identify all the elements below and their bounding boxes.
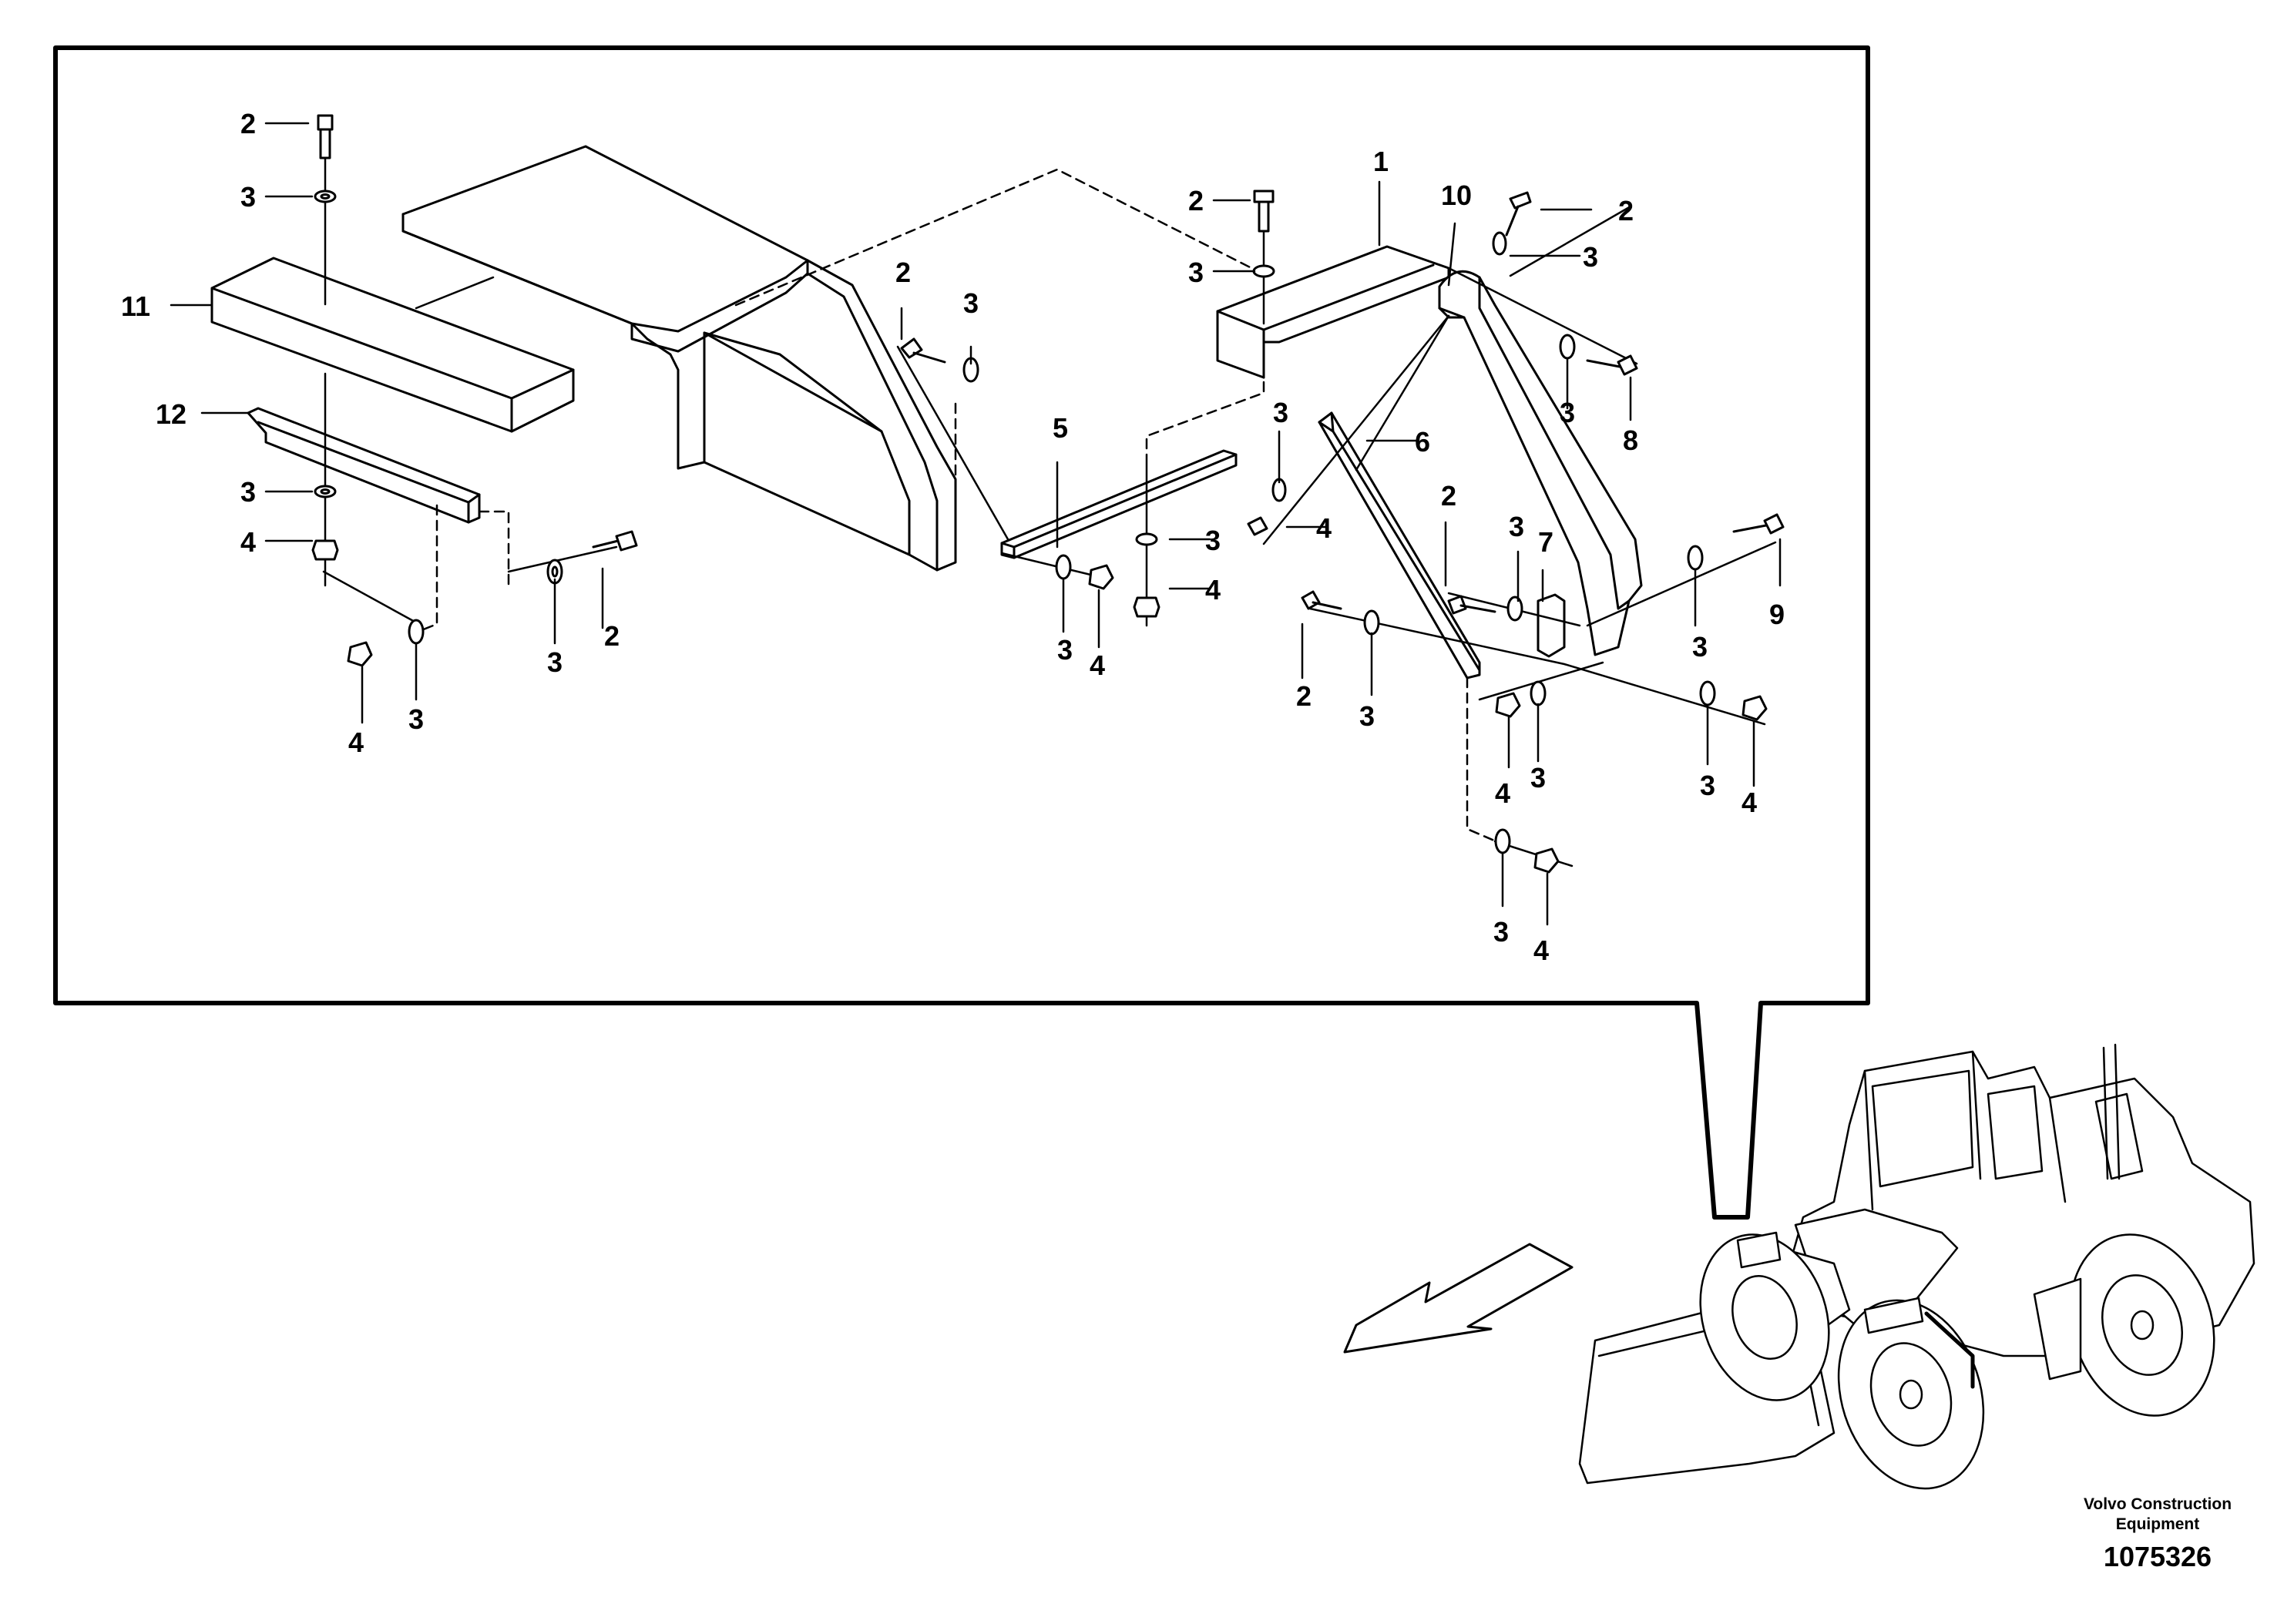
callout-9: 9 [1769,599,1785,630]
callout-2: 2 [1618,195,1634,226]
nut-icon-group [311,539,1768,874]
callout-2: 2 [604,620,620,652]
callout-3: 3 [1057,634,1073,666]
callout-2: 2 [895,257,911,288]
callout-3: 3 [240,181,256,213]
callout-3: 3 [1205,525,1221,556]
callout-2: 2 [1296,680,1312,712]
wheel-loader-thumbnail [1578,1043,2255,1490]
figure-number: 1075326 [2103,1541,2212,1572]
callout-3: 3 [1530,762,1546,794]
block-part-7 [1537,593,1566,658]
callout-10: 10 [1441,180,1472,211]
callout-3: 3 [1188,257,1204,288]
callout-4: 4 [1090,649,1105,681]
callout-4: 4 [348,726,364,758]
callout-3: 3 [1560,397,1575,428]
callout-3: 3 [1692,631,1708,663]
callout-4: 4 [240,526,256,558]
brand-line-2: Equipment [2115,1515,2200,1533]
callout-4: 4 [1205,574,1221,606]
bracket-part-12 [247,407,481,524]
callout-2: 2 [240,108,256,139]
callout-5: 5 [1053,412,1068,444]
bolt-icon-group [317,114,1785,615]
brand-line-1: Volvo Construction [2083,1495,2232,1513]
callout-4: 4 [1741,787,1757,818]
detail-frame [53,45,1870,1220]
callout-3: 3 [1359,700,1375,732]
callout-3: 3 [1493,916,1509,948]
washer-icon-group [314,190,1716,854]
callout-2: 2 [1441,480,1456,512]
callout-1: 1 [1373,146,1389,177]
callout-7: 7 [1538,526,1553,558]
callout-3: 3 [1509,511,1524,542]
callout-12: 12 [156,398,186,430]
arch-bracket-part-10 [1438,270,1643,656]
callout-3: 3 [1700,770,1715,801]
pad-block-part-11 [210,257,575,433]
callout-6: 6 [1415,426,1430,458]
callout-4: 4 [1495,777,1510,809]
direction-arrow-icon [1343,1243,1574,1354]
plate-part-1 [1216,245,1450,379]
callout-11: 11 [121,290,150,322]
callout-4: 4 [1316,512,1332,544]
bracket-part-6 [1318,411,1481,679]
callout-3: 3 [547,646,563,678]
callout-8: 8 [1623,424,1638,456]
callout-3: 3 [963,287,979,319]
callout-3: 3 [1273,397,1288,428]
callout-4: 4 [1533,934,1549,966]
fender [401,145,957,572]
callout-2: 2 [1188,185,1204,216]
callout-3: 3 [408,703,424,735]
callout-3: 3 [1583,241,1598,273]
publisher-credit: Volvo Construction Equipment 1075326 [2019,1495,2294,1575]
bracket-part-5 [1000,449,1238,559]
callout-3: 3 [240,476,256,508]
